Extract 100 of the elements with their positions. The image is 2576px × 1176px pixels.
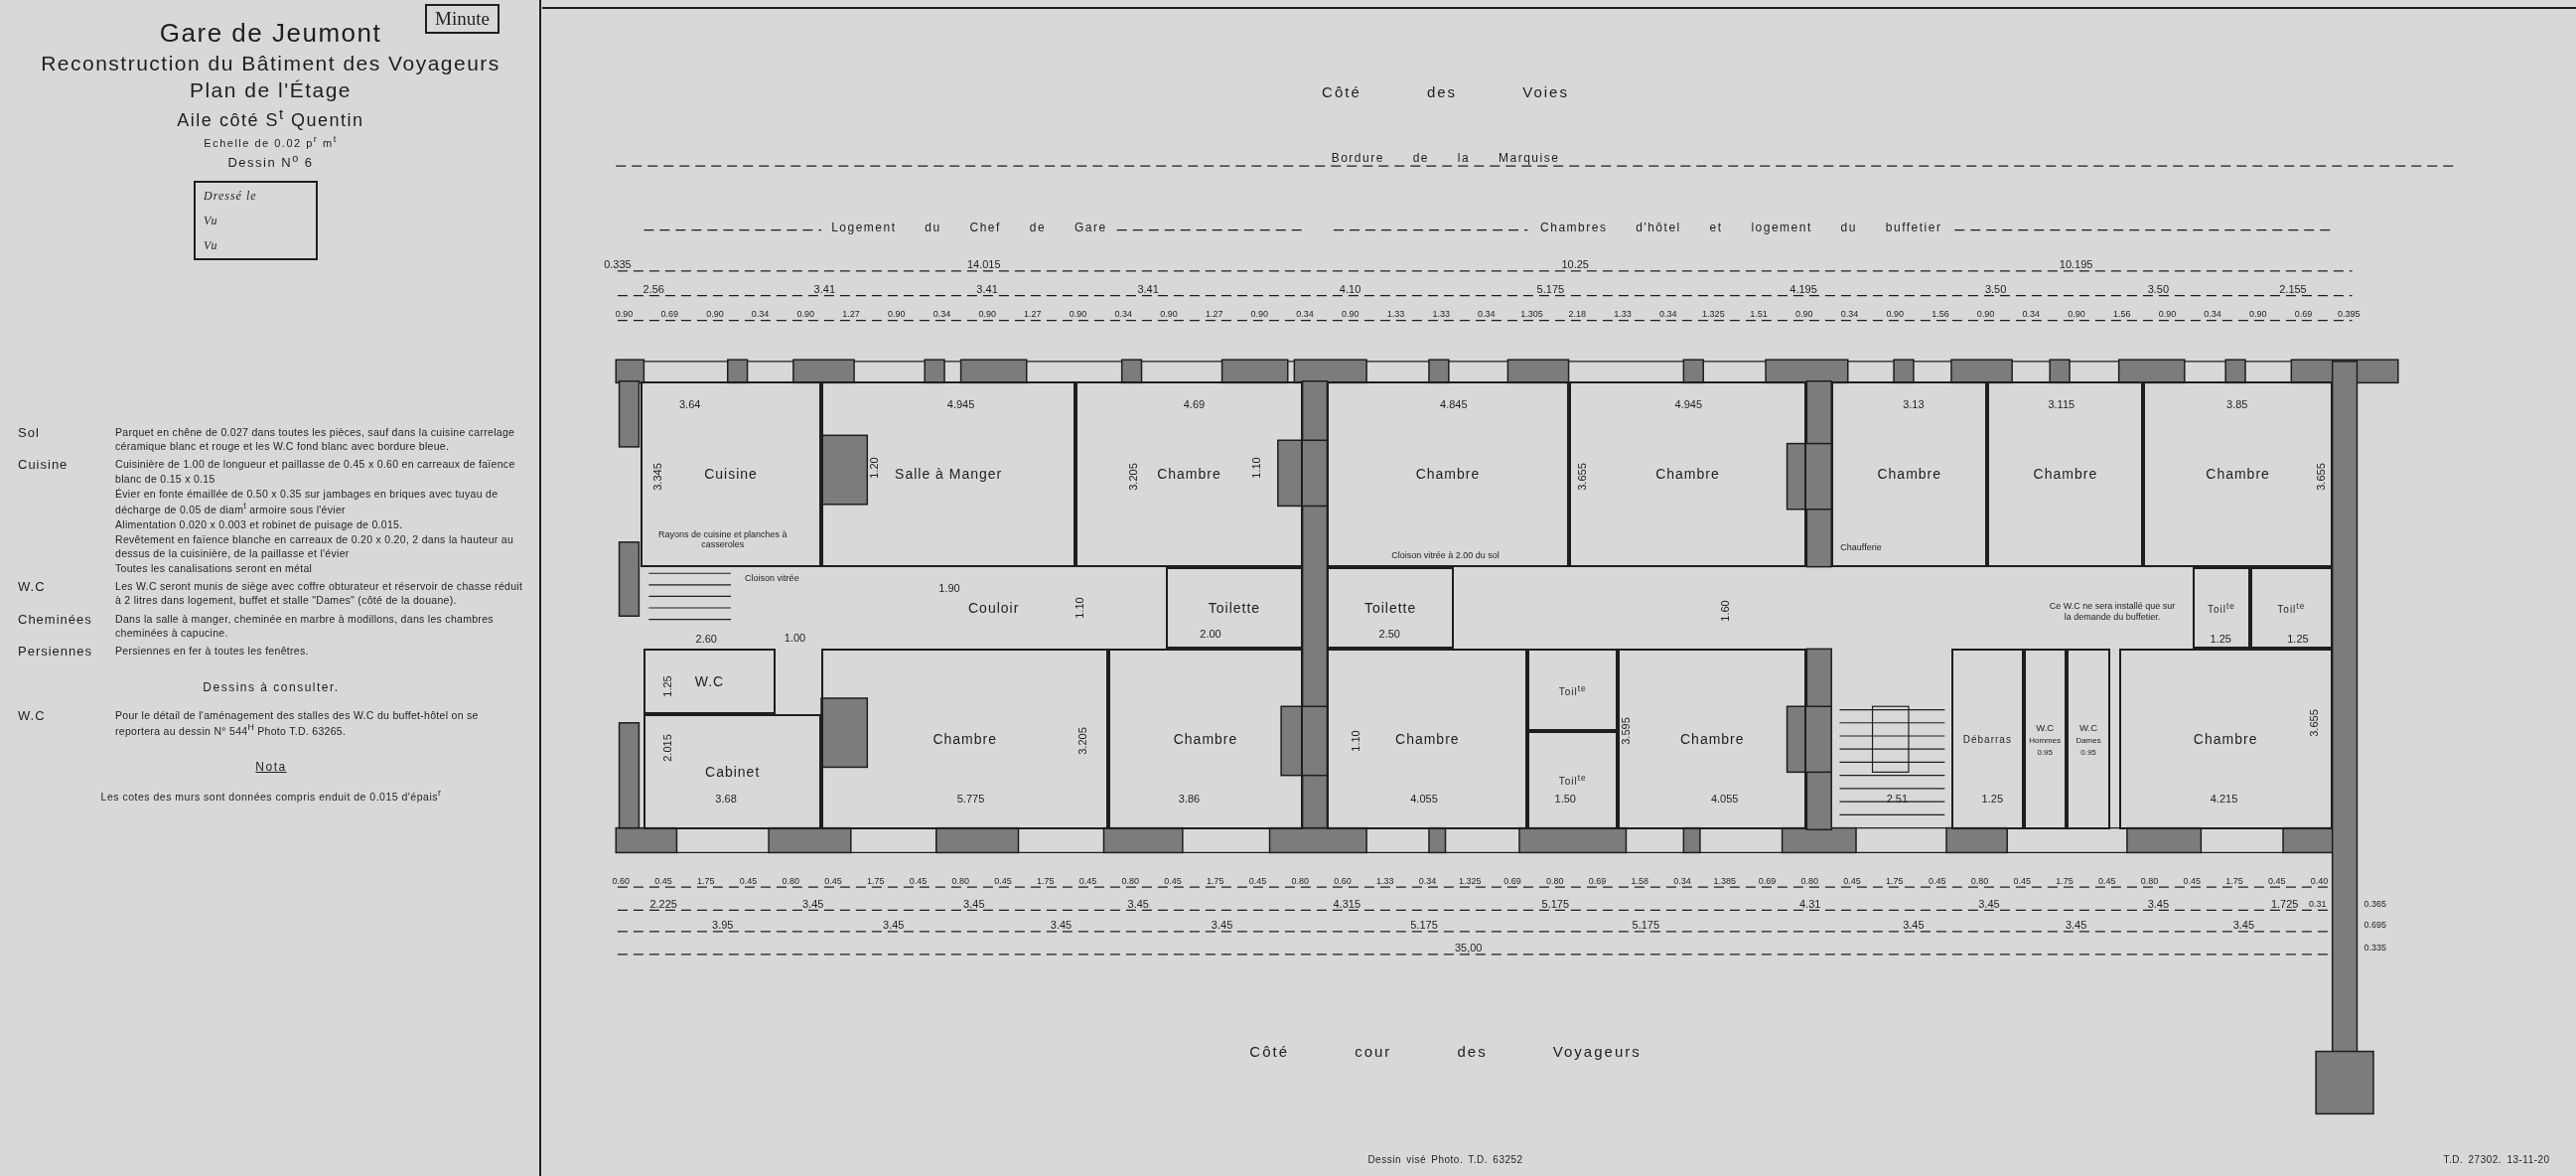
room-name: Cabinet: [705, 764, 761, 781]
stamp-text: Vu: [204, 214, 218, 228]
room-outline: [1327, 566, 1454, 650]
dimension-label: 0.45: [1164, 875, 1182, 886]
room-outline: [2143, 380, 2333, 567]
room-outline: [2249, 566, 2333, 650]
dimension-label: 0.34: [1673, 875, 1691, 886]
dimension-label: 3.205: [1126, 462, 1140, 491]
plan-note: Ce W.C ne sera installé que sur la demande du buffetier.: [2048, 600, 2177, 622]
dimension-label: 3.41: [813, 282, 835, 296]
dimension-label: 0.45: [994, 875, 1012, 886]
dimension-label: 0.45: [654, 875, 672, 886]
stamp-label: Minute: [425, 4, 500, 34]
dimension-label: 3.115: [2048, 397, 2075, 411]
dimension-label: 3.95: [712, 918, 734, 932]
stamp-text: Dressé le: [204, 189, 257, 204]
dimension-label: 0.45: [1248, 875, 1267, 886]
dimension-label: 2.015: [660, 733, 673, 762]
dimension-label: 1.33: [1614, 308, 1632, 320]
dimension-label: 1.305: [1520, 308, 1543, 320]
dimension-label: 1.90: [938, 581, 960, 595]
dimension-label: 1.25: [1981, 792, 2003, 806]
dimension-label: 0.34: [1418, 875, 1437, 886]
room-name: W.C: [2079, 721, 2097, 733]
dimension-label: 3.205: [1075, 727, 1089, 755]
dimension-label: 5.775: [956, 792, 985, 806]
room-outline: [1327, 649, 1528, 830]
room-name: Débarras: [1962, 733, 2012, 745]
dimension-label: 0.90: [1886, 308, 1904, 320]
note-text: Évier en fonte émaillée de 0.50 x 0.35 sur jambages en briques avec tuyau de décharge de 0.05 de diam$^{t}$ armoire sous l'évier: [115, 486, 500, 516]
room-outline: [1568, 380, 1807, 567]
dimension-label: 0.80: [1546, 875, 1564, 886]
title-line: Aile côté S$^{t}$ Quentin: [177, 105, 364, 131]
dimension-label: 0.69: [1758, 875, 1777, 886]
dimension-label: 2.51: [1886, 792, 1909, 806]
dimension-label: 0.34: [1658, 308, 1677, 320]
dimension-label: 0.34: [1478, 308, 1496, 320]
room-name: Salle à Manger: [895, 466, 1003, 483]
dimension-label: 35,00: [1454, 942, 1483, 955]
dimension-label: 0.80: [951, 875, 969, 886]
dimension-label: 2.56: [643, 282, 664, 296]
dimension-label: 3.41: [1137, 282, 1159, 296]
note-text: Dans la salle à manger, cheminée en marbre à modillons, dans les chambres cheminées à capucine.: [115, 611, 495, 640]
dimension-label: 3.45: [883, 918, 905, 932]
room-name: Chambre: [1655, 466, 1720, 483]
title-line: Dessin N$^{o}$ 6: [227, 151, 314, 170]
dimension-label: 0.34: [932, 308, 951, 320]
dimension-label: 0.695: [2363, 920, 2386, 931]
dimension-label: 3.45: [1050, 918, 1073, 932]
dimension-label: 3.85: [2226, 397, 2248, 411]
dimension-label: 3.45: [2065, 918, 2087, 932]
dimension-label: 3.41: [976, 282, 998, 296]
room-name: Chambre: [2193, 731, 2258, 748]
dimension-label: 1.33: [1376, 875, 1394, 886]
dimension-label: 3.13: [1903, 397, 1925, 411]
note-heading: Nota: [255, 759, 287, 774]
note-key: W.C: [18, 707, 109, 738]
dimension-label: 0.90: [1795, 308, 1813, 320]
note-text: Persiennes en fer à toutes les fenêtres.: [115, 643, 310, 659]
room-name: Chambre: [1395, 731, 1460, 748]
dimension-label: 1.75: [696, 875, 715, 886]
note-text: Les W.C seront munis de siège avec coffre obturateur et réservoir de chasse réduit à 2 litres dans logement, buffet et stalle "Dames" (côté de la douane).: [115, 579, 524, 608]
room-name: Toilette: [1208, 599, 1261, 616]
note-text: Cuisinière de 1.00 de longueur et paillasse de 0.45 x 0.60 en carreaux de faïence blanc de 0.15 x 0.15: [115, 457, 516, 486]
reference-note: T.D. 27302. 13-11-20: [2443, 1153, 2550, 1166]
dimension-label: 4.69: [1183, 397, 1206, 411]
dimension-label: 3.45: [1903, 918, 1925, 932]
room-outline: [1527, 731, 1619, 830]
title-line: Plan de l'Étage: [189, 78, 353, 102]
dimension-label: 0.90: [1976, 308, 1995, 320]
dimension-label: 0.90: [796, 308, 815, 320]
dimension-label: 0.335: [2363, 943, 2386, 954]
dimension-label: 0.80: [1121, 875, 1140, 886]
note-text: Parquet en chêne de 0.027 dans toutes les pièces, sauf dans la cuisine carrelage céramique blanc et rouge et les W.C fond blanc avec bordure bleue.: [115, 425, 516, 454]
dimension-label: 4.315: [1333, 897, 1361, 910]
dimension-label: 0.90: [615, 308, 634, 320]
dimension-label: 2.50: [1378, 628, 1400, 641]
dimension-label: 1.33: [1386, 308, 1405, 320]
dimension-label: 2.18: [1568, 308, 1587, 320]
dimension-label: 10.25: [1561, 257, 1589, 271]
room-outline: [2118, 649, 2333, 830]
dimension-label: 3.655: [1575, 462, 1589, 491]
room-outline: [1108, 649, 1303, 830]
dimension-label: 4.31: [1799, 897, 1821, 910]
dimension-label: 0.45: [2013, 875, 2031, 886]
dimension-label: 2.155: [2279, 282, 2307, 296]
dimension-label: Cloison vitrée à 2.00 du sol: [1391, 549, 1500, 561]
dimension-label: 1.27: [1205, 308, 1223, 320]
room-name: Hommes: [2029, 735, 2062, 745]
room-outline: [821, 380, 1076, 567]
room-name: Chambre: [2206, 466, 2270, 483]
dimension-label: 0.34: [1296, 308, 1314, 320]
room-name: Dames: [2075, 735, 2101, 745]
dimension-label: 0.45: [2267, 875, 2286, 886]
room-name: Toil$^{te}$: [1558, 773, 1587, 788]
dimension-label: 3.45: [1211, 918, 1233, 932]
dimension-label: 4.845: [1440, 397, 1468, 411]
dimension-label: 0.45: [824, 875, 842, 886]
dimension-label: 0.90: [2249, 308, 2267, 320]
room-outline: [1987, 380, 2144, 567]
